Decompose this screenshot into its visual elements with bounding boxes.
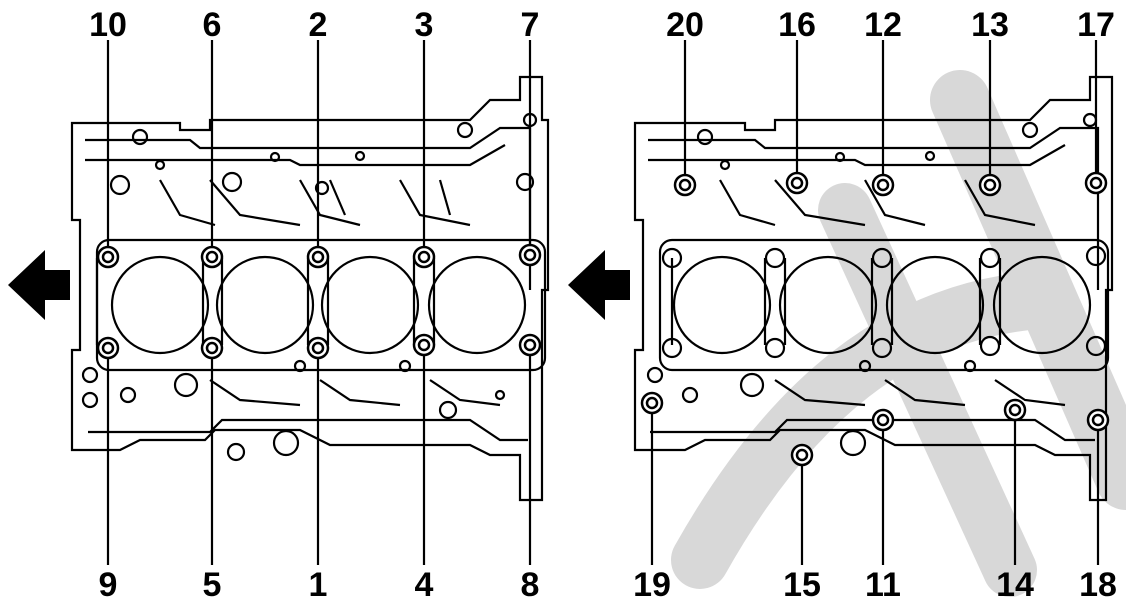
bolt-icon <box>412 333 436 357</box>
bolt-label: 20 <box>666 6 704 44</box>
right-leader-lines <box>650 40 1100 565</box>
bolt-icon <box>306 245 330 269</box>
right-engine-block <box>633 75 1114 502</box>
bolt-icon <box>640 391 664 415</box>
right-top-labels: 20 16 12 13 17 <box>666 6 1115 44</box>
right-bottom-labels: 19 15 11 14 18 <box>633 566 1117 604</box>
bolt-icon <box>978 173 1002 197</box>
bolt-label: 10 <box>89 6 127 44</box>
bolt-icon <box>96 245 120 269</box>
bolt-label: 5 <box>203 566 222 604</box>
bolt-icon <box>790 443 814 467</box>
bolt-label: 1 <box>309 566 328 604</box>
bolt-icon <box>1086 408 1110 432</box>
bolt-icon <box>871 408 895 432</box>
left-bottom-labels: 9 5 1 4 8 <box>99 566 540 604</box>
left-arrow-icon <box>568 250 630 320</box>
left-engine-block <box>70 75 550 502</box>
bolt-label: 14 <box>996 566 1034 604</box>
bolt-label: 16 <box>778 6 816 44</box>
bolt-icon <box>200 245 224 269</box>
bolt-icon <box>200 336 224 360</box>
bolt-label: 18 <box>1079 566 1117 604</box>
bolt-label: 9 <box>99 566 118 604</box>
bolt-label: 3 <box>415 6 434 44</box>
bolt-icon <box>518 333 542 357</box>
left-bolts <box>96 243 542 360</box>
bolt-label: 11 <box>865 566 901 604</box>
bolt-icon <box>673 173 697 197</box>
bolt-label: 13 <box>971 6 1009 44</box>
bolt-icon <box>785 171 809 195</box>
bolt-label: 17 <box>1077 6 1115 44</box>
bolt-label: 8 <box>521 566 540 604</box>
bolt-icon <box>1084 171 1108 195</box>
bolt-label: 12 <box>864 6 902 44</box>
bolt-label: 7 <box>521 6 540 44</box>
bolt-icon <box>871 173 895 197</box>
bolt-label: 19 <box>633 566 671 604</box>
left-leader-lines <box>106 40 532 565</box>
left-arrow-icon <box>8 250 70 320</box>
bolt-label: 6 <box>203 6 222 44</box>
bolt-icon <box>96 336 120 360</box>
bolt-icon <box>412 245 436 269</box>
bolt-label: 2 <box>309 6 328 44</box>
bolt-icon <box>306 336 330 360</box>
bolt-label: 15 <box>783 566 821 604</box>
bolt-icon <box>518 243 542 267</box>
bolt-icon <box>1003 398 1027 422</box>
bolt-label: 4 <box>415 566 434 604</box>
left-top-labels: 10 6 2 3 7 <box>89 6 539 44</box>
